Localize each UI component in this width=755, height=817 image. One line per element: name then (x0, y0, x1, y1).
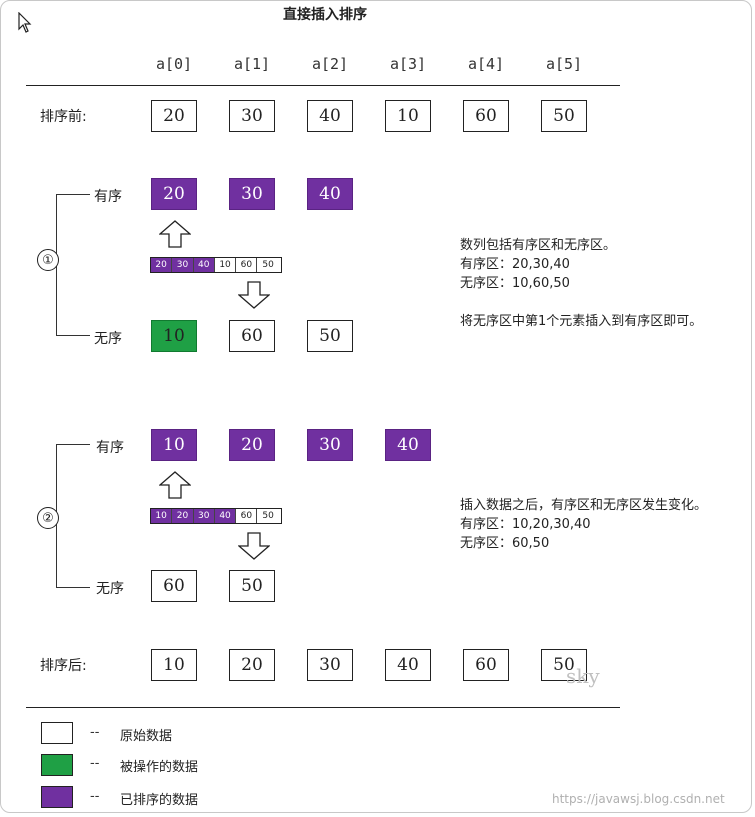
index-label: a[4] (467, 55, 505, 73)
arrow-up-icon (159, 471, 191, 499)
legend-swatch-sorted (41, 786, 73, 808)
strip-cell: 20 (151, 258, 173, 272)
step1-operated-cell: 10 (151, 320, 197, 352)
step2-notes: 插入数据之后，有序区和无序区发生变化。 有序区：10,20,30,40 无序区：… (460, 496, 752, 553)
step1-notes: 数列包括有序区和无序区。 有序区：20,30,40 无序区：10,60,50 将… (460, 236, 752, 331)
watermark: https://javawsj.blog.csdn.net (552, 792, 725, 806)
index-label: a[1] (233, 55, 271, 73)
note-line: 插入数据之后，有序区和无序区发生变化。 (460, 498, 708, 513)
legend-label: 已排序的数据 (120, 793, 199, 808)
before-cell: 40 (307, 100, 353, 132)
arrow-down-icon (238, 532, 270, 560)
step1-marker: ① (37, 249, 59, 271)
index-label: a[5] (545, 55, 583, 73)
strip-cell: 40 (193, 258, 215, 272)
before-cell: 10 (385, 100, 431, 132)
step1-unordered-cell: 60 (229, 320, 275, 352)
note-line: 有序区：20,30,40 (460, 257, 570, 272)
note-line: 无序区：60,50 (460, 536, 550, 551)
step1-unordered-cell: 50 (307, 320, 353, 352)
note-line: 数列包括有序区和无序区。 (460, 238, 617, 253)
after-label: 排序后: (40, 658, 87, 674)
after-cell: 20 (229, 649, 275, 681)
before-cell: 50 (541, 100, 587, 132)
step2-unordered-label: 无序 (96, 581, 124, 597)
header-divider (26, 85, 620, 86)
strip-cell: 30 (172, 258, 194, 272)
legend-dash: -- (90, 756, 100, 771)
step2-bracket (56, 444, 90, 588)
step1-ordered-cell: 30 (229, 178, 275, 210)
strip-cell: 40 (214, 509, 237, 523)
step2-array-strip: 10 20 30 40 60 50 (150, 508, 282, 524)
legend-label: 被操作的数据 (120, 760, 199, 775)
step2-ordered-label: 有序 (96, 440, 124, 456)
before-label: 排序前: (40, 109, 87, 125)
footer-divider (26, 707, 620, 708)
arrow-up-icon (159, 220, 191, 248)
after-cell: 40 (385, 649, 431, 681)
step2-ordered-cell: 40 (385, 429, 431, 461)
after-cell: 30 (307, 649, 353, 681)
legend-label: 原始数据 (120, 729, 173, 744)
step2-unordered-cell: 60 (151, 570, 197, 602)
note-line: 有序区：10,20,30,40 (460, 517, 591, 532)
strip-cell: 10 (214, 258, 237, 272)
step1-ordered-label: 有序 (94, 189, 122, 205)
strip-cell: 10 (151, 509, 173, 523)
strip-cell: 50 (257, 509, 279, 523)
strip-cell: 60 (236, 258, 258, 272)
step1-ordered-cell: 20 (151, 178, 197, 210)
index-label: a[0] (155, 55, 193, 73)
index-label: a[2] (311, 55, 349, 73)
diagram-title: 直接插入排序 (283, 7, 367, 23)
strip-cell: 60 (236, 509, 258, 523)
note-line: 无序区：10,60,50 (460, 276, 570, 291)
step1-unordered-label: 无序 (94, 331, 122, 347)
strip-cell: 30 (193, 509, 215, 523)
before-cell: 20 (151, 100, 197, 132)
before-cell: 60 (463, 100, 509, 132)
legend-swatch-original (41, 722, 73, 744)
step2-ordered-cell: 30 (307, 429, 353, 461)
mouse-cursor-icon (18, 12, 32, 33)
after-cell: 50 (541, 649, 587, 681)
signature: sky (566, 664, 600, 688)
step2-ordered-cell: 10 (151, 429, 197, 461)
index-label: a[3] (389, 55, 427, 73)
step2-unordered-cell: 50 (229, 570, 275, 602)
after-cell: 60 (463, 649, 509, 681)
before-cell: 30 (229, 100, 275, 132)
step2-marker: ② (37, 507, 59, 529)
step1-bracket (56, 194, 90, 336)
legend-swatch-operated (41, 754, 73, 776)
step1-array-strip: 20 30 40 10 60 50 (150, 257, 282, 273)
note-spacer (460, 293, 752, 312)
step1-ordered-cell: 40 (307, 178, 353, 210)
strip-cell: 50 (257, 258, 279, 272)
after-cell: 10 (151, 649, 197, 681)
note-line: 将无序区中第1个元素插入到有序区即可。 (460, 314, 703, 329)
legend-dash: -- (90, 789, 100, 804)
legend-dash: -- (90, 725, 100, 740)
strip-cell: 20 (172, 509, 194, 523)
arrow-down-icon (238, 281, 270, 309)
step2-ordered-cell: 20 (229, 429, 275, 461)
